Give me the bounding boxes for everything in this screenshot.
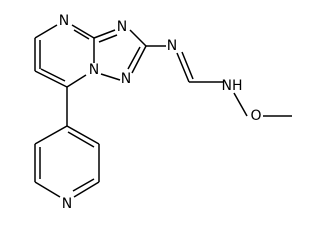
bond-py-c4-c3 — [66, 125, 100, 145]
bond-py-n-c6 — [34, 181, 61, 198]
bond-c3a-n3 — [93, 29, 116, 39]
bond-nh-o — [233, 92, 248, 117]
atom-n-triazole-top: N — [117, 19, 127, 35]
bond-n-imine-ch — [176, 52, 190, 83]
bond-c2-n1 — [131, 45, 147, 74]
bonds — [34, 24, 292, 198]
bond-n4-c3a — [71, 24, 95, 39]
atom-n-imine: N — [167, 38, 177, 54]
bond-c7-c6-inner — [40, 68, 66, 82]
atom-labels: N N N N N NH O N — [59, 13, 262, 212]
bond-py-c2-n — [73, 181, 100, 198]
bond-py-c4-c3-inner — [67, 131, 95, 148]
bond-n3-c2 — [129, 29, 147, 47]
bond-py-c2-n-inner — [72, 178, 95, 192]
bond-n4-c3a-inner — [73, 29, 90, 40]
atom-o-methoxy: O — [250, 108, 261, 124]
chemical-structure: N N N N N NH O N — [34, 13, 292, 212]
bond-c2-n1-inner — [127, 46, 141, 70]
bond-c7-c6 — [34, 70, 68, 88]
atom-n-pyrimidine: N — [59, 13, 69, 29]
bond-n-imine-ch-inner — [181, 51, 194, 80]
bond-n1-n8 — [100, 73, 121, 81]
atom-n-triazole-low: N — [121, 71, 131, 87]
bond-c5-n4 — [34, 24, 58, 39]
bond-c3a-n3-inner — [98, 34, 118, 43]
atom-n-pyridine: N — [62, 196, 72, 212]
bond-n8-c7 — [66, 74, 87, 88]
atom-n-bridgehead: N — [89, 62, 99, 78]
bond-py-c5-c4 — [34, 125, 68, 145]
atom-nh: NH — [222, 78, 243, 94]
